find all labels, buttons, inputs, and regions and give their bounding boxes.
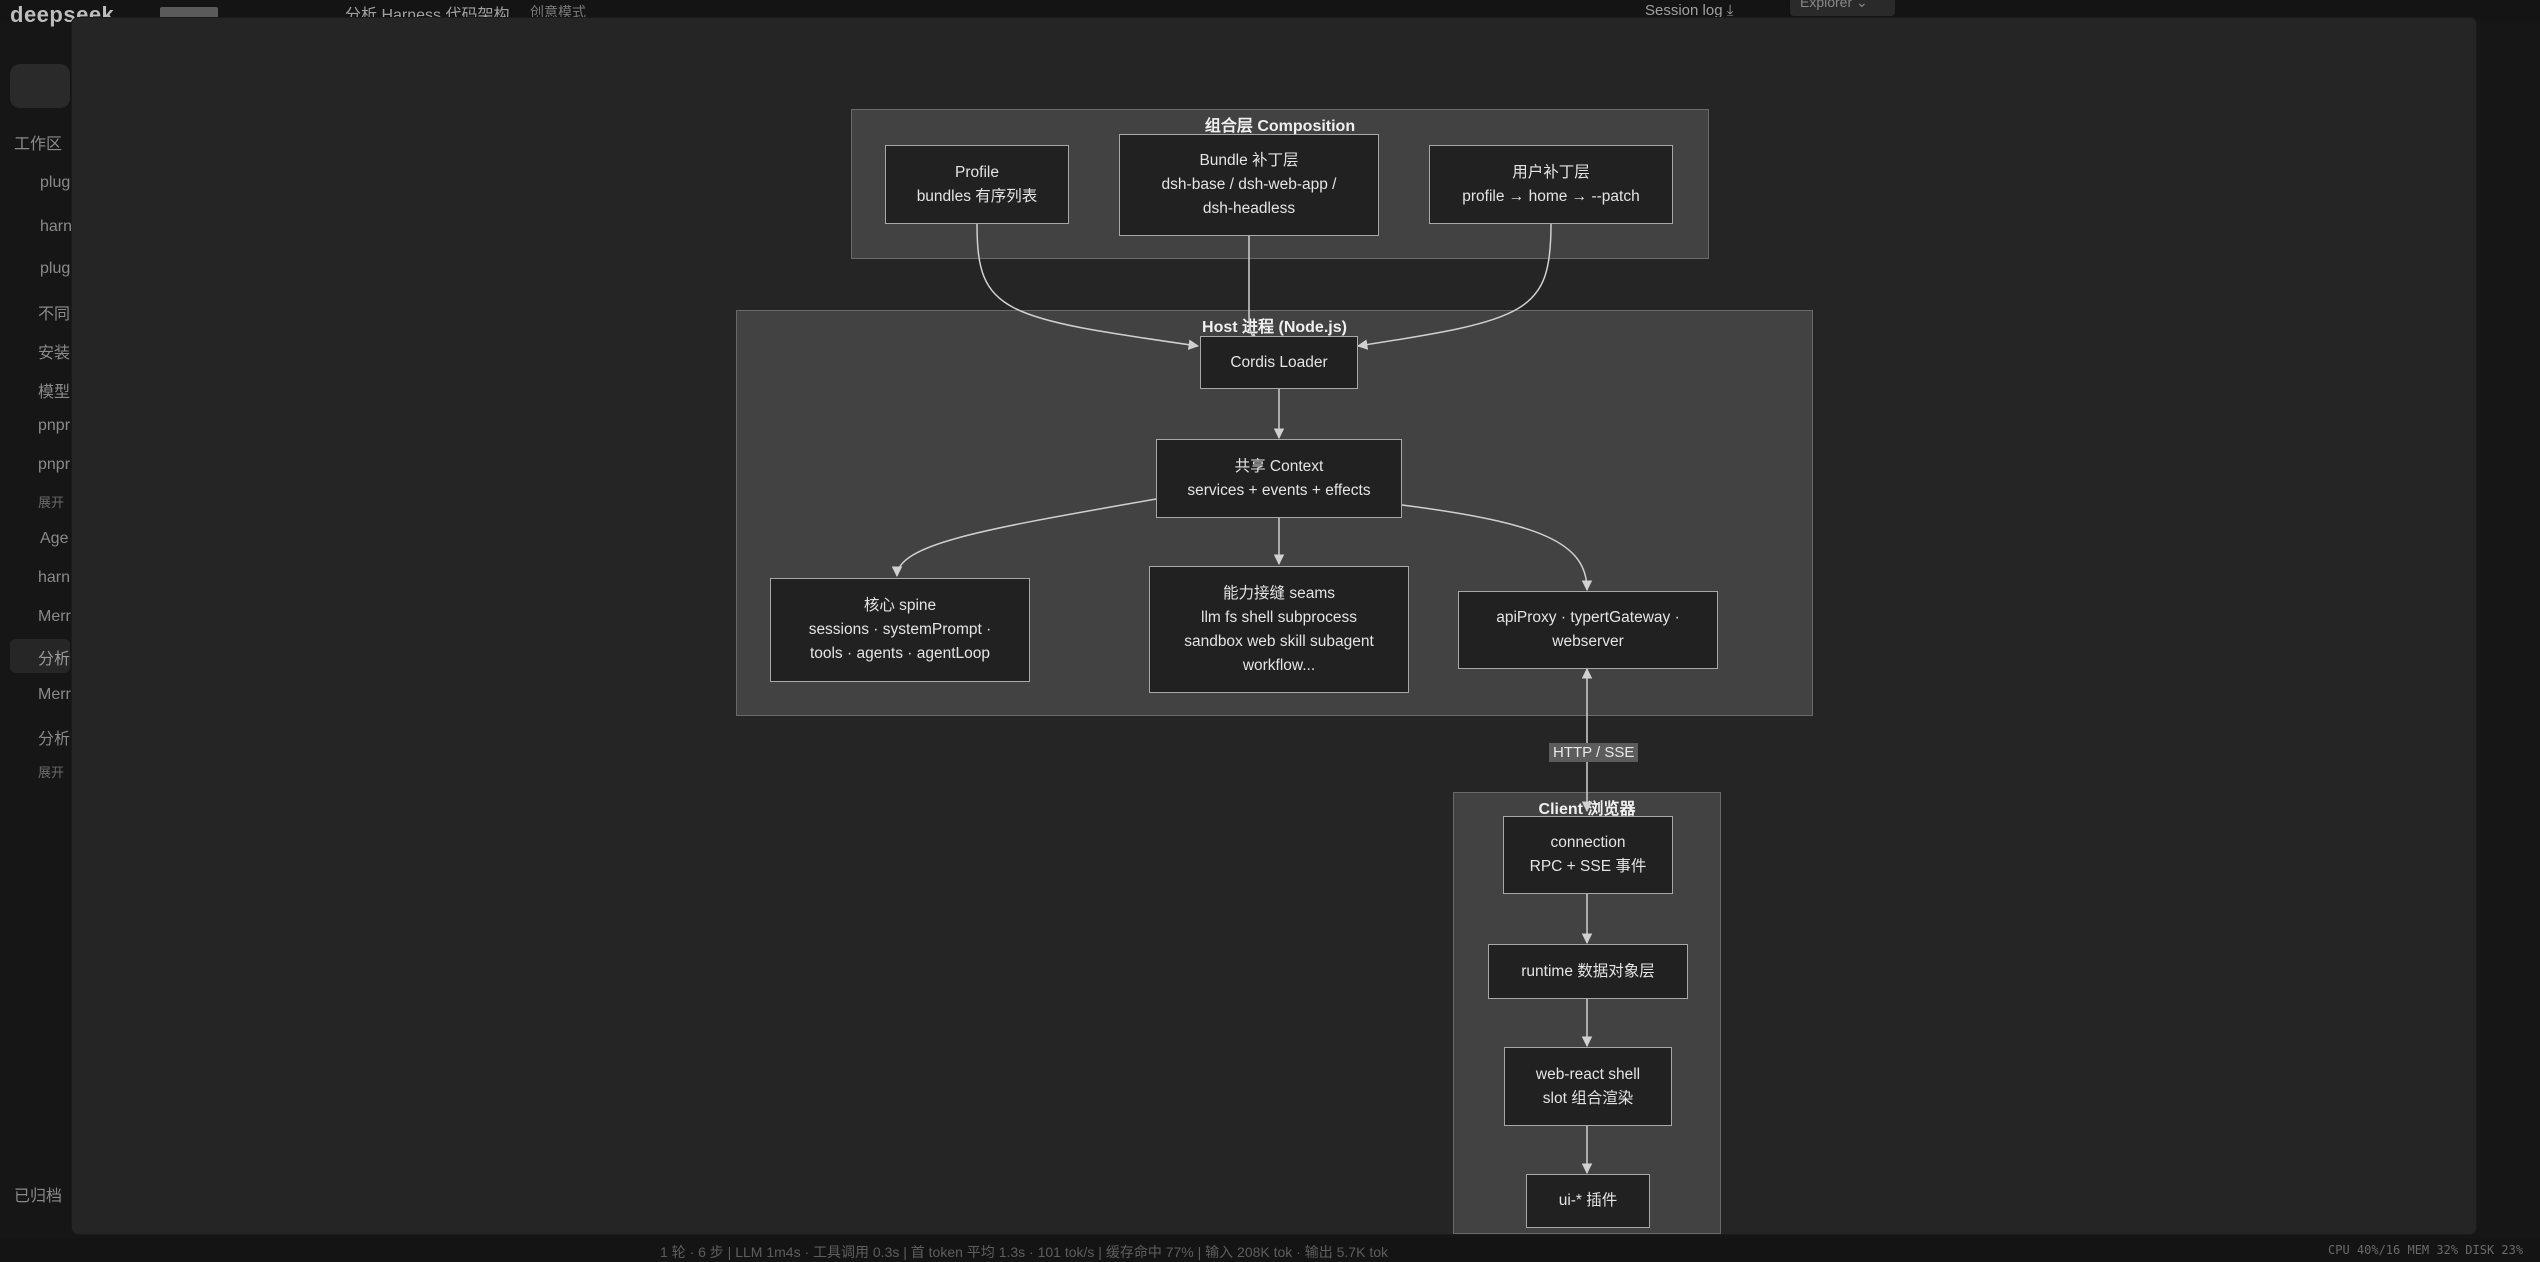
- sidebar-expand[interactable]: 展开: [38, 495, 65, 510]
- node-line: Cordis Loader: [1230, 353, 1328, 371]
- node-line: 用户补丁层: [1512, 163, 1590, 181]
- node-line: tools · agents · agentLoop: [809, 645, 991, 662]
- edge-context-to-spine: [891, 498, 1157, 578]
- edge-userpatch-to-loader: [1356, 223, 1552, 350]
- system-monitor: CPU 40%/16 MEM 32% DISK 23%: [2328, 1243, 2524, 1257]
- node-line: Profile: [955, 163, 999, 181]
- sidebar-item[interactable]: Merr: [38, 608, 71, 625]
- sidebar-item[interactable]: plug: [40, 174, 71, 191]
- sidebar: 工作区 plug harn plug 不同 安装 模型 pnpr pnpr 展开…: [0, 22, 73, 1262]
- node-line: profile → home → --patch: [1462, 187, 1640, 205]
- node-line: webserver: [1552, 633, 1624, 650]
- node-profile[interactable]: Profile bundles 有序列表: [885, 145, 1069, 224]
- node-line: dsh-headless: [1202, 200, 1296, 217]
- node-runtime[interactable]: runtime 数据对象层: [1488, 944, 1688, 999]
- sidebar-item[interactable]: plug: [40, 260, 71, 277]
- node-core-spine[interactable]: 核心 spine sessions · systemPrompt · tools…: [770, 578, 1030, 682]
- node-user-patch[interactable]: 用户补丁层 profile → home → --patch: [1429, 145, 1673, 224]
- cluster-title: Host 进程 (Node.js): [1202, 319, 1347, 336]
- node-api-proxy[interactable]: apiProxy · typertGateway · webserver: [1458, 591, 1718, 669]
- cluster-title: 组合层 Composition: [1204, 118, 1356, 135]
- node-web-react-shell[interactable]: web-react shell slot 组合渲染: [1504, 1047, 1672, 1126]
- node-line: runtime 数据对象层: [1521, 962, 1655, 980]
- node-line: RPC + SSE 事件: [1529, 858, 1647, 875]
- node-line: 能力接缝 seams: [1223, 584, 1335, 602]
- sidebar-item[interactable]: 不同: [38, 306, 71, 323]
- node-line: llm fs shell subprocess: [1201, 608, 1357, 626]
- edge-bundle-to-loader: [1247, 236, 1259, 344]
- session-log-button[interactable]: Session log ⤓: [1645, 2, 1734, 19]
- sidebar-expand[interactable]: 展开: [38, 765, 65, 780]
- node-line: workflow...: [1242, 656, 1316, 674]
- status-bar: 1 轮 · 6 步 | LLM 1m4s · 工具调用 0.3s | 首 tok…: [0, 1238, 2540, 1262]
- edge-context-to-api: [1401, 504, 1593, 592]
- node-line: ui-* 插件: [1558, 1192, 1618, 1209]
- sidebar-item[interactable]: pnpr: [38, 456, 71, 473]
- node-line: 共享 Context: [1234, 457, 1324, 475]
- sidebar-item[interactable]: 模型: [38, 384, 71, 401]
- run-stats: 1 轮 · 6 步 | LLM 1m4s · 工具调用 0.3s | 首 tok…: [660, 1244, 1388, 1260]
- explorer-tab[interactable]: Explorer ⌄: [1790, 0, 1895, 16]
- node-line: apiProxy · typertGateway ·: [1496, 609, 1680, 626]
- sidebar-item[interactable]: 安装: [38, 345, 71, 362]
- node-line: services + events + effects: [1187, 481, 1371, 499]
- node-line: Bundle 补丁层: [1199, 152, 1299, 169]
- node-line: sandbox web skill subagent: [1184, 632, 1374, 650]
- logo-badge: [160, 7, 218, 19]
- diagram-edges: [891, 223, 1593, 1175]
- node-line: dsh-base / dsh-web-app /: [1161, 176, 1337, 193]
- sidebar-item[interactable]: harn: [38, 569, 71, 586]
- node-line: sessions · systemPrompt ·: [808, 621, 992, 638]
- mode-indicator[interactable]: 创意模式: [530, 4, 586, 20]
- sidebar-item[interactable]: pnpr: [38, 417, 71, 434]
- architecture-diagram: 组合层 Composition Host 进程 (Node.js) Client…: [72, 18, 2476, 1234]
- node-line: 核心 spine: [863, 597, 937, 614]
- node-line: web-react shell: [1535, 1065, 1641, 1083]
- edge-profile-to-loader: [976, 223, 1200, 350]
- archived-link[interactable]: 已归档: [14, 1188, 63, 1205]
- diagram-modal: 组合层 Composition Host 进程 (Node.js) Client…: [72, 18, 2476, 1234]
- sidebar-item[interactable]: Age: [40, 530, 69, 547]
- node-bundle[interactable]: Bundle 补丁层 dsh-base / dsh-web-app / dsh-…: [1119, 134, 1379, 236]
- sidebar-section-label: 工作区: [14, 136, 63, 153]
- node-cordis-loader[interactable]: Cordis Loader: [1200, 336, 1358, 389]
- sidebar-search[interactable]: [10, 64, 70, 108]
- node-ui-plugin[interactable]: ui-* 插件: [1526, 1174, 1650, 1228]
- node-line: connection: [1550, 834, 1626, 851]
- sidebar-item[interactable]: 分析: [38, 731, 71, 748]
- sidebar-item[interactable]: Merr: [38, 686, 71, 703]
- node-connection[interactable]: connection RPC + SSE 事件: [1503, 816, 1673, 894]
- node-capability-seams[interactable]: 能力接缝 seams llm fs shell subprocess sandb…: [1149, 566, 1409, 693]
- node-line: slot 组合渲染: [1542, 1089, 1634, 1107]
- node-line: bundles 有序列表: [916, 187, 1038, 205]
- sidebar-item[interactable]: harn: [40, 218, 73, 235]
- edge-label-http-sse: HTTP / SSE: [1549, 743, 1639, 762]
- sidebar-item-active[interactable]: 分析: [10, 639, 70, 673]
- node-shared-context[interactable]: 共享 Context services + events + effects: [1156, 439, 1402, 518]
- top-bar: deepseek 分析 Harness 代码架构 创意模式 Session lo…: [0, 0, 2540, 27]
